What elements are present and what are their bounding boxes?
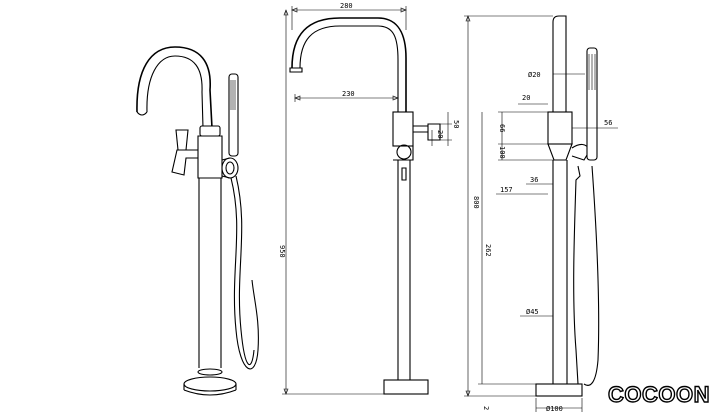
front-hose xyxy=(573,165,581,385)
perspective-view xyxy=(136,46,259,396)
side-column xyxy=(397,160,411,380)
front-base xyxy=(535,383,583,397)
front-view: Ø20 20 56 66 100 36 157 800 262 Ø45 Ø100… xyxy=(464,15,618,413)
perspective-spout xyxy=(136,46,213,129)
dim-front-mid-width: 36 xyxy=(530,176,538,184)
dim-front-body-depth: 157 xyxy=(500,186,513,194)
perspective-hand-shower xyxy=(228,73,239,157)
dim-front-base-dia: Ø100 xyxy=(546,405,563,413)
dim-front-column-dia: Ø45 xyxy=(526,308,539,316)
dim-front-hose-offset: 56 xyxy=(604,119,612,127)
dim-front-base-height: 2 xyxy=(482,406,490,410)
dim-side-handle-offset: 20 xyxy=(436,130,444,138)
front-column xyxy=(552,160,568,384)
dim-front-body-height: 66 xyxy=(498,124,506,132)
front-hand-shower xyxy=(586,47,598,161)
dim-front-handle-height: 100 xyxy=(498,146,506,159)
perspective-base xyxy=(183,376,237,392)
dim-side-height: 950 xyxy=(278,245,286,258)
side-lever xyxy=(413,123,441,141)
side-view: 280 230 950 50 20 xyxy=(278,2,460,395)
dim-front-body-width: 20 xyxy=(522,94,530,102)
side-spout xyxy=(291,17,407,112)
dim-front-total-height: 800 xyxy=(472,196,480,209)
perspective-lever xyxy=(171,149,198,176)
dim-front-shower-dia: Ø20 xyxy=(528,71,541,79)
dim-side-spout-offset: 50 xyxy=(452,120,460,128)
brand-logo: COCOON xyxy=(607,381,710,407)
front-spout xyxy=(552,15,567,112)
perspective-hose xyxy=(230,177,259,370)
perspective-column xyxy=(198,178,222,368)
dim-side-reach: 230 xyxy=(342,90,355,98)
dim-front-lower-height: 262 xyxy=(484,244,492,257)
dim-side-width: 280 xyxy=(340,2,353,10)
side-base xyxy=(383,379,429,395)
